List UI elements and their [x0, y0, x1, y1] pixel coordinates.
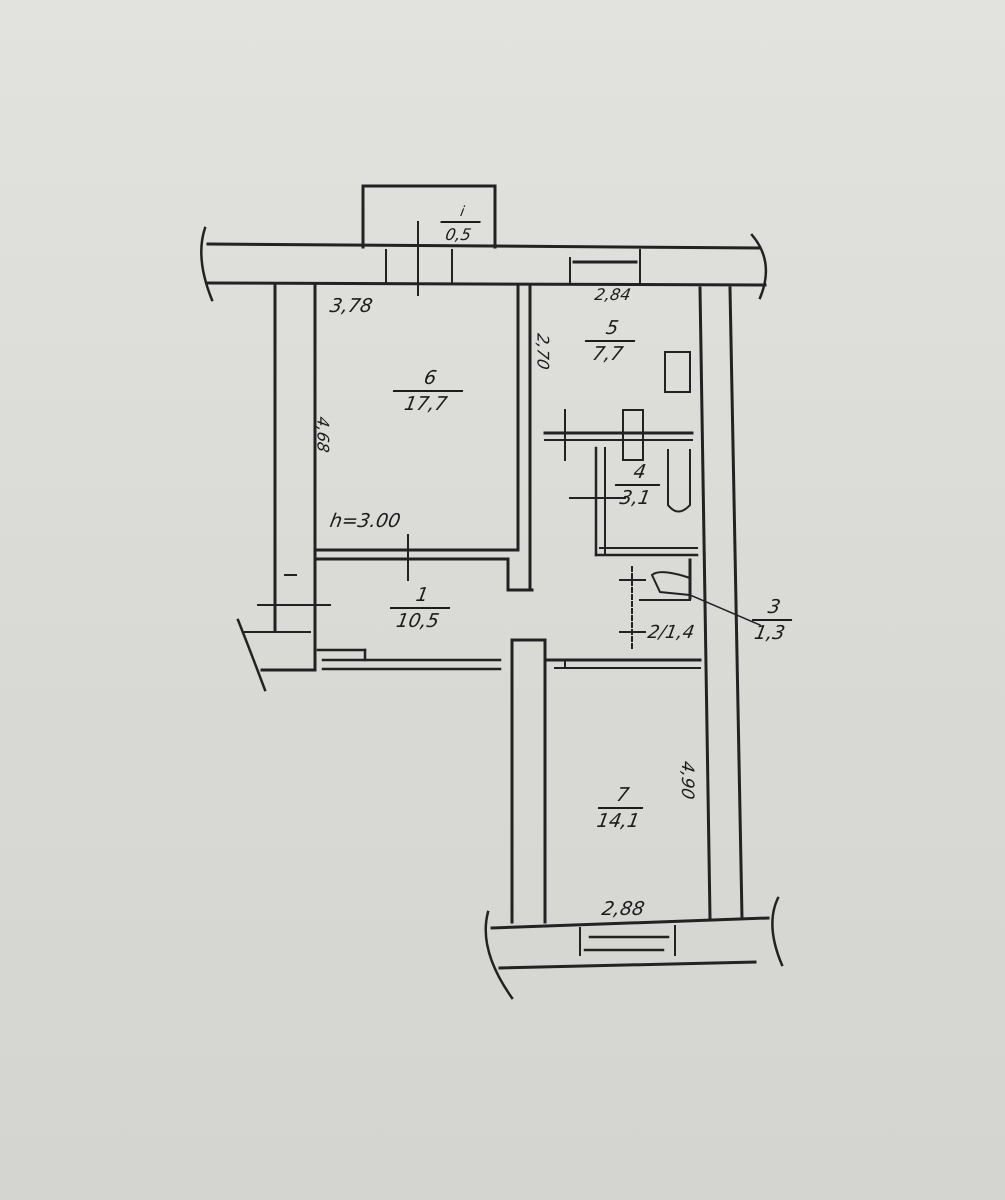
room-2-label: 2/1,4	[646, 622, 697, 643]
room-7-label: 7 14,1	[595, 784, 644, 832]
room-5-label: 5 7,7	[581, 317, 639, 365]
left-exterior-wall	[236, 283, 331, 692]
ceiling-height: h=3.00	[328, 510, 403, 532]
corridor-bottom-wall	[316, 648, 502, 671]
room-4-label: 4 3,1	[611, 461, 664, 509]
room-3-label: 3 1,3	[748, 596, 796, 644]
room-7-width-dimension: 2,88	[600, 898, 647, 920]
top-exterior-wall	[200, 221, 768, 302]
room-1-label: 1 10,5	[386, 584, 454, 632]
room-5-width-dimension: 2,84	[593, 285, 633, 304]
room-5-length-dimension: 2,70	[533, 332, 553, 371]
balcony-outline	[361, 184, 497, 249]
room-7-length-dimension: 4,90	[676, 759, 697, 801]
room-6-label: 6 17,7	[389, 367, 467, 415]
room-6-width-dimension: 3,78	[328, 295, 375, 317]
room-balcony-label: i 0,5	[436, 204, 483, 245]
bottom-exterior-wall	[484, 896, 784, 1000]
bathroom-walls	[543, 351, 761, 669]
room-6-length-dimension: 4,68	[313, 415, 333, 454]
room-6-walls	[313, 285, 534, 592]
room-7-walls	[510, 286, 744, 924]
